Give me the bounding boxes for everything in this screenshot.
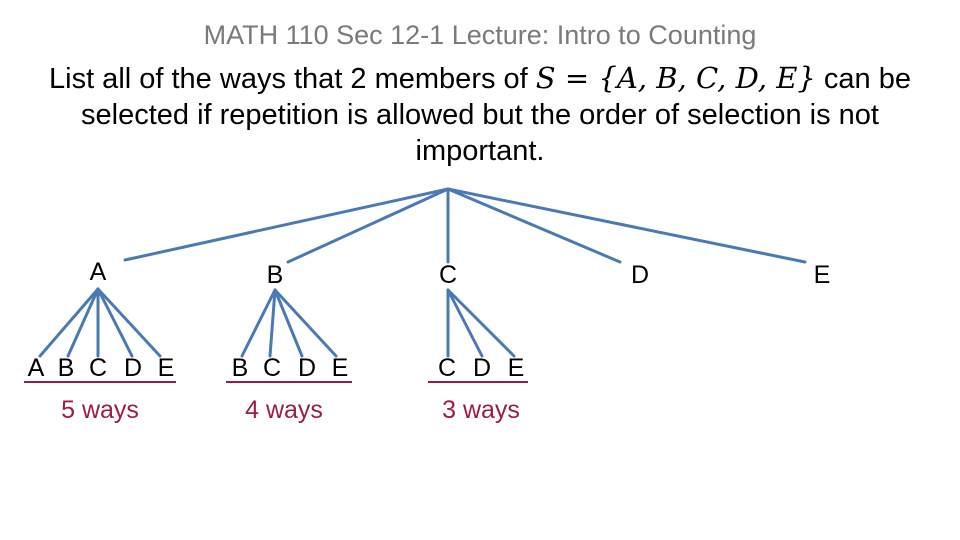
- branch-b-b: [240, 288, 277, 358]
- root-branches: [123, 187, 807, 264]
- set-elements: A, B, C, D, E: [616, 61, 798, 95]
- leaf-a-a: A: [27, 354, 45, 382]
- leaf-c-d: D: [472, 354, 492, 382]
- branch-a-a: [38, 287, 100, 358]
- count-c: 3 ways: [442, 396, 520, 424]
- equals-sign: =: [555, 61, 599, 95]
- branch-c-d: [446, 288, 484, 358]
- slide-header: MATH 110 Sec 12-1 Lecture: Intro to Coun…: [203, 20, 757, 50]
- branch-b-d: [273, 288, 304, 358]
- set-variable: S: [535, 61, 556, 95]
- leaf-a-e: E: [157, 354, 175, 382]
- leaf-b-c: C: [262, 354, 282, 382]
- leaf-c-e: E: [507, 354, 525, 382]
- c-branches: [446, 288, 516, 358]
- leaf-b-e: E: [331, 354, 349, 382]
- branch-root-d: [446, 187, 622, 264]
- node-d: D: [630, 261, 650, 289]
- question-text-before: List all of the ways that 2 members of: [49, 63, 536, 95]
- set-close-brace: }: [797, 61, 816, 95]
- node-b: B: [266, 261, 284, 289]
- node-c: C: [438, 261, 458, 289]
- branch-c-e: [446, 288, 516, 358]
- count-a: 5 ways: [61, 396, 139, 424]
- leaf-b-b: B: [231, 354, 249, 382]
- leaf-a-c: C: [88, 354, 108, 382]
- question-text: List all of the ways that 2 members of S…: [40, 60, 920, 169]
- branch-root-b: [286, 187, 450, 264]
- leaf-a-b: B: [57, 354, 75, 382]
- leaf-c-c: C: [437, 354, 457, 382]
- branch-a-b: [66, 287, 100, 358]
- question-text-after: can be selected if repetition is allowed…: [81, 63, 911, 167]
- branch-root-a: [123, 187, 450, 262]
- branch-root-e: [446, 187, 807, 264]
- set-open-brace: {: [598, 61, 617, 95]
- branch-a-d: [96, 287, 134, 358]
- branch-b-c: [268, 288, 277, 358]
- a-branches: [38, 287, 162, 358]
- node-a: A: [89, 258, 107, 286]
- leaf-a-d: D: [123, 354, 143, 382]
- node-e: E: [813, 261, 831, 289]
- branch-a-e: [96, 287, 162, 358]
- branch-b-e: [273, 288, 338, 358]
- b-branches: [240, 288, 338, 358]
- leaf-b-d: D: [297, 354, 317, 382]
- count-b: 4 ways: [245, 396, 323, 424]
